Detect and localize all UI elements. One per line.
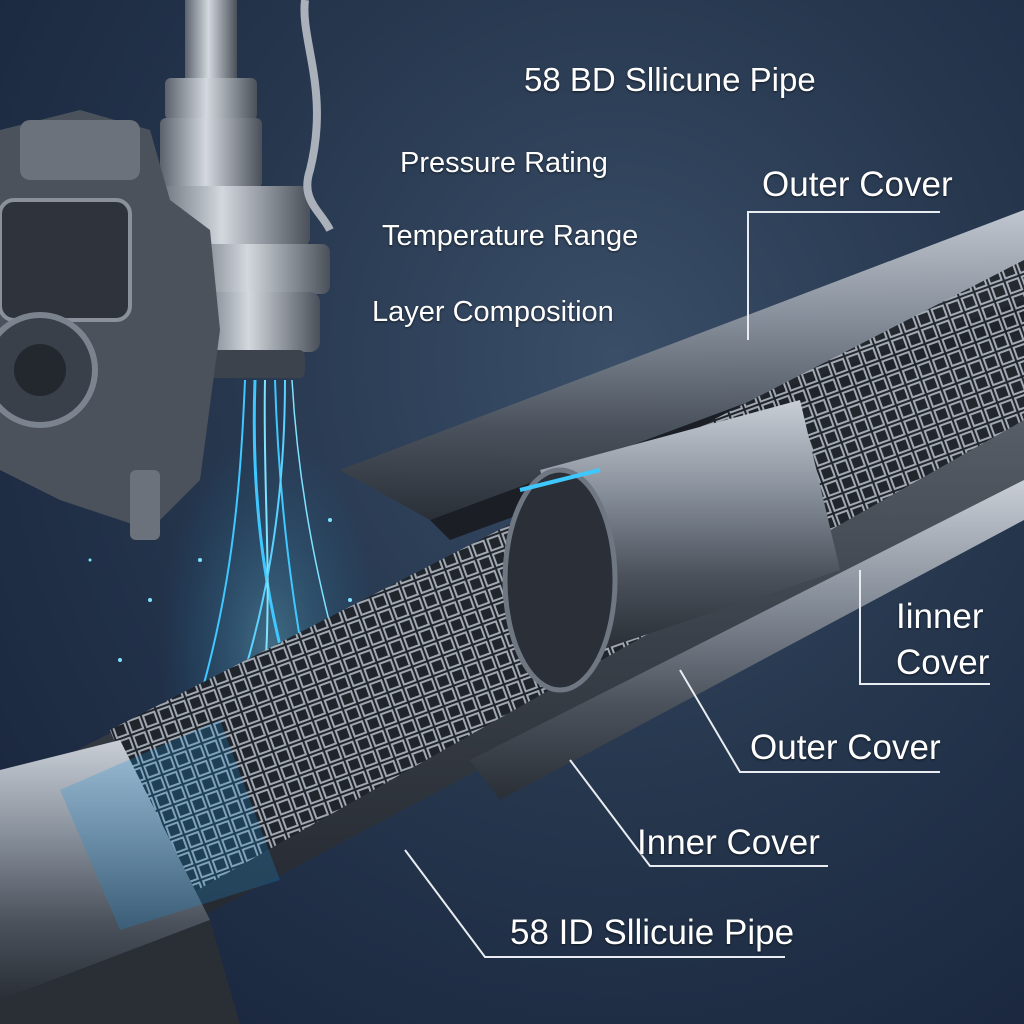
spec-pressure-rating: Pressure Rating <box>400 147 608 179</box>
leader-lines <box>404 211 990 958</box>
spec-layer-composition: Layer Composition <box>372 296 614 328</box>
leader-inner-cover-right <box>859 570 990 685</box>
leader-inner-cover-bottom <box>569 759 828 867</box>
callout-inner-cover-right-line1: Iinner <box>896 597 984 636</box>
leader-pipe-bottom <box>404 849 785 958</box>
callout-inner-cover-bottom: Inner Cover <box>637 823 820 862</box>
spec-temperature-range: Temperature Range <box>382 220 639 252</box>
callout-inner-cover-right: Iinner Cover <box>896 594 989 686</box>
pipe-assembly <box>0 210 1024 1024</box>
callout-outer-cover-top: Outer Cover <box>762 165 953 204</box>
leader-outer-cover-mid <box>679 669 940 773</box>
callout-pipe-bottom: 58 ID Sllicuie Pipe <box>510 913 795 952</box>
callout-inner-cover-right-line2: Cover <box>896 643 990 682</box>
nozzle-machine <box>0 0 334 540</box>
callout-outer-cover-mid: Outer Cover <box>750 728 941 767</box>
leader-outer-cover-top <box>747 211 940 340</box>
diagram-title: 58 BD Sllicune Pipe <box>524 61 816 98</box>
